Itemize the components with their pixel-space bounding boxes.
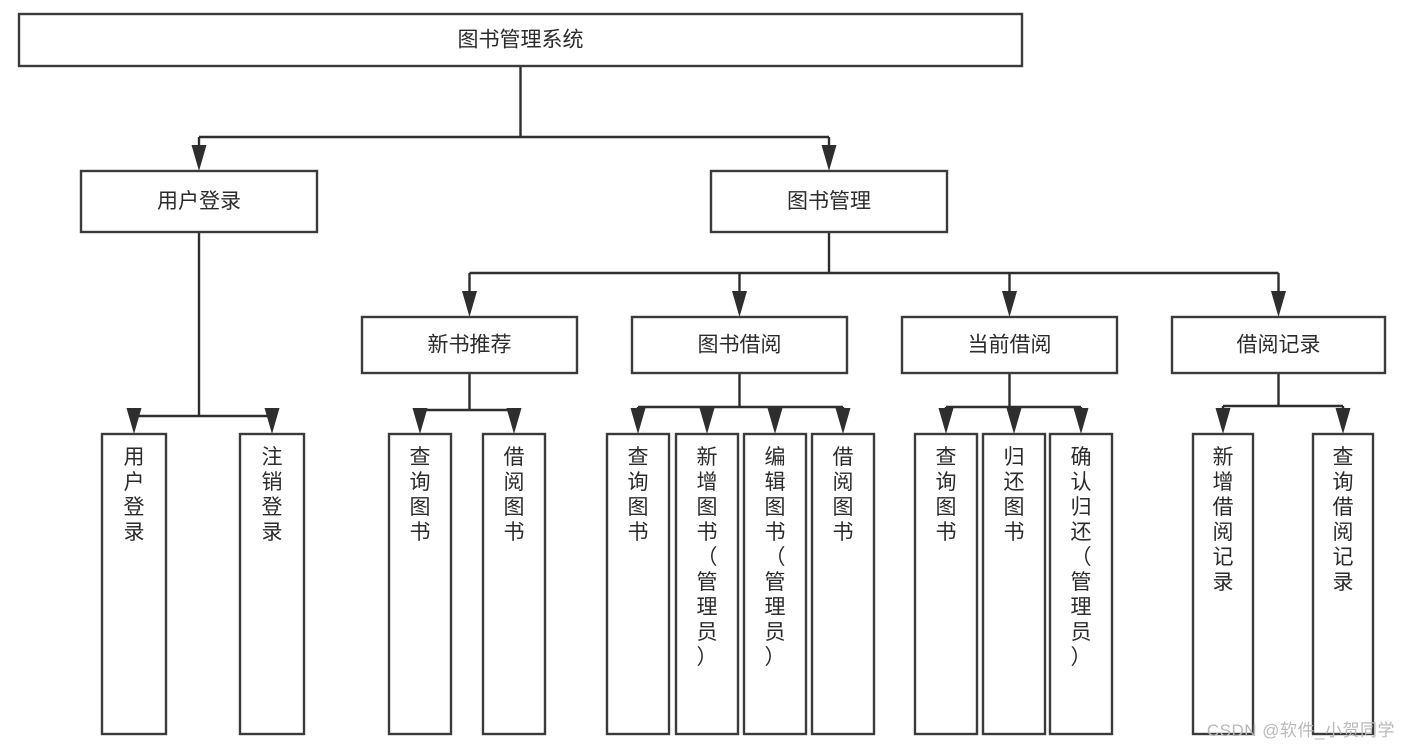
node-leaf-edit-book-admin[interactable]: 编辑图书（管理员）: [742, 432, 808, 736]
arrow-head-leaf-user-login: [126, 408, 142, 434]
node-box-new-book-recommend[interactable]: [360, 315, 579, 375]
node-leaf-return-book[interactable]: 归还图书: [981, 432, 1047, 736]
node-root[interactable]: 图书管理系统: [17, 12, 1024, 68]
edge-group-user-login: [126, 232, 280, 434]
node-box-leaf-add-book-admin[interactable]: [674, 432, 740, 736]
arrow-head-leaf-add-book-admin: [699, 408, 715, 434]
edge-layer: [126, 66, 1351, 434]
node-leaf-add-borrow-record[interactable]: 新增借阅记录: [1191, 432, 1255, 736]
arrow-head-leaf-query-book-recommend: [412, 408, 428, 434]
edge-group-borrow-record: [1215, 373, 1351, 434]
node-box-book-manage[interactable]: [709, 169, 949, 234]
node-leaf-borrow-book[interactable]: 借阅图书: [810, 432, 876, 736]
node-box-root[interactable]: [17, 12, 1024, 68]
node-box-leaf-return-book[interactable]: [981, 432, 1047, 736]
arrow-head-leaf-add-borrow-record: [1215, 408, 1231, 434]
node-label-leaf-edit-book-admin: 编辑图书（管理员）: [765, 446, 786, 669]
node-leaf-confirm-return-admin[interactable]: 确认归还（管理员）: [1048, 432, 1114, 736]
node-leaf-query-book-recommend[interactable]: 查询图书: [387, 432, 453, 736]
node-layer: 图书管理系统用户登录图书管理新书推荐图书借阅当前借阅借阅记录用户登录注销登录查询…: [17, 12, 1387, 736]
arrow-head-borrow-record: [1271, 291, 1286, 317]
edge-group-root: [191, 66, 837, 171]
node-box-leaf-query-borrow-record[interactable]: [1311, 432, 1375, 736]
node-leaf-user-logout[interactable]: 注销登录: [238, 432, 306, 736]
node-label-leaf-query-book-recommend: 查询图书: [410, 446, 431, 544]
node-box-leaf-add-borrow-record[interactable]: [1191, 432, 1255, 736]
node-borrow-record[interactable]: 借阅记录: [1170, 315, 1387, 375]
edge-group-book-borrow: [630, 373, 851, 434]
node-box-leaf-borrow-book-recommend[interactable]: [481, 432, 547, 736]
node-label-leaf-borrow-book: 借阅图书: [833, 446, 854, 544]
node-user-login[interactable]: 用户登录: [79, 169, 319, 234]
arrow-head-user-login: [191, 145, 207, 171]
edge-group-book-manage: [462, 232, 1286, 317]
node-label-book-manage: 图书管理: [787, 190, 871, 213]
node-box-leaf-query-book-current[interactable]: [913, 432, 979, 736]
node-label-leaf-query-book-borrow: 查询图书: [628, 446, 649, 544]
node-label-leaf-borrow-book-recommend: 借阅图书: [504, 446, 525, 544]
arrow-head-leaf-return-book: [1006, 408, 1022, 434]
edge-group-new-book-recommend: [412, 373, 522, 434]
node-box-leaf-confirm-return-admin[interactable]: [1048, 432, 1114, 736]
node-leaf-borrow-book-recommend[interactable]: 借阅图书: [481, 432, 547, 736]
node-current-borrow[interactable]: 当前借阅: [900, 315, 1119, 375]
node-box-leaf-user-login[interactable]: [100, 432, 168, 736]
arrow-head-leaf-confirm-return-admin: [1073, 408, 1089, 434]
arrow-head-book-borrow: [732, 291, 747, 317]
node-label-leaf-query-borrow-record: 查询借阅记录: [1333, 446, 1354, 594]
node-leaf-user-login[interactable]: 用户登录: [100, 432, 168, 736]
node-label-borrow-record: 借阅记录: [1237, 334, 1321, 357]
arrow-head-current-borrow: [1002, 291, 1017, 317]
node-label-new-book-recommend: 新书推荐: [428, 334, 512, 357]
node-leaf-query-borrow-record[interactable]: 查询借阅记录: [1311, 432, 1375, 736]
arrow-head-new-book-recommend: [462, 291, 477, 317]
node-label-leaf-add-borrow-record: 新增借阅记录: [1213, 446, 1234, 594]
node-box-leaf-user-logout[interactable]: [238, 432, 306, 736]
node-box-leaf-query-book-borrow[interactable]: [605, 432, 671, 736]
node-box-leaf-query-book-recommend[interactable]: [387, 432, 453, 736]
node-label-leaf-return-book: 归还图书: [1004, 446, 1025, 544]
node-new-book-recommend[interactable]: 新书推荐: [360, 315, 579, 375]
node-box-leaf-edit-book-admin[interactable]: [742, 432, 808, 736]
node-label-leaf-user-logout: 注销登录: [262, 446, 283, 544]
node-leaf-add-book-admin[interactable]: 新增图书（管理员）: [674, 432, 740, 736]
node-label-leaf-user-login: 用户登录: [124, 446, 145, 544]
node-box-book-borrow[interactable]: [630, 315, 849, 375]
node-label-book-borrow: 图书借阅: [698, 334, 782, 357]
arrow-head-leaf-edit-book-admin: [767, 408, 783, 434]
arrow-head-leaf-borrow-book: [835, 408, 851, 434]
node-label-leaf-query-book-current: 查询图书: [936, 446, 957, 544]
node-book-manage[interactable]: 图书管理: [709, 169, 949, 234]
node-label-user-login: 用户登录: [157, 190, 241, 213]
node-book-borrow[interactable]: 图书借阅: [630, 315, 849, 375]
arrow-head-leaf-query-book-borrow: [630, 408, 646, 434]
node-box-leaf-borrow-book[interactable]: [810, 432, 876, 736]
arrow-head-leaf-borrow-book-recommend: [506, 408, 522, 434]
node-leaf-query-book-borrow[interactable]: 查询图书: [605, 432, 671, 736]
node-box-user-login[interactable]: [79, 169, 319, 234]
node-box-current-borrow[interactable]: [900, 315, 1119, 375]
arrow-head-leaf-query-book-current: [938, 408, 954, 434]
node-box-borrow-record[interactable]: [1170, 315, 1387, 375]
arrow-head-leaf-user-logout: [264, 408, 280, 434]
arrow-head-book-manage: [821, 145, 837, 171]
node-label-current-borrow: 当前借阅: [968, 334, 1052, 357]
node-label-leaf-confirm-return-admin: 确认归还（管理员）: [1071, 446, 1092, 669]
edge-group-current-borrow: [938, 373, 1089, 434]
arrow-head-leaf-query-borrow-record: [1335, 408, 1351, 434]
node-label-root: 图书管理系统: [458, 29, 584, 52]
node-label-leaf-add-book-admin: 新增图书（管理员）: [697, 446, 718, 669]
node-leaf-query-book-current[interactable]: 查询图书: [913, 432, 979, 736]
